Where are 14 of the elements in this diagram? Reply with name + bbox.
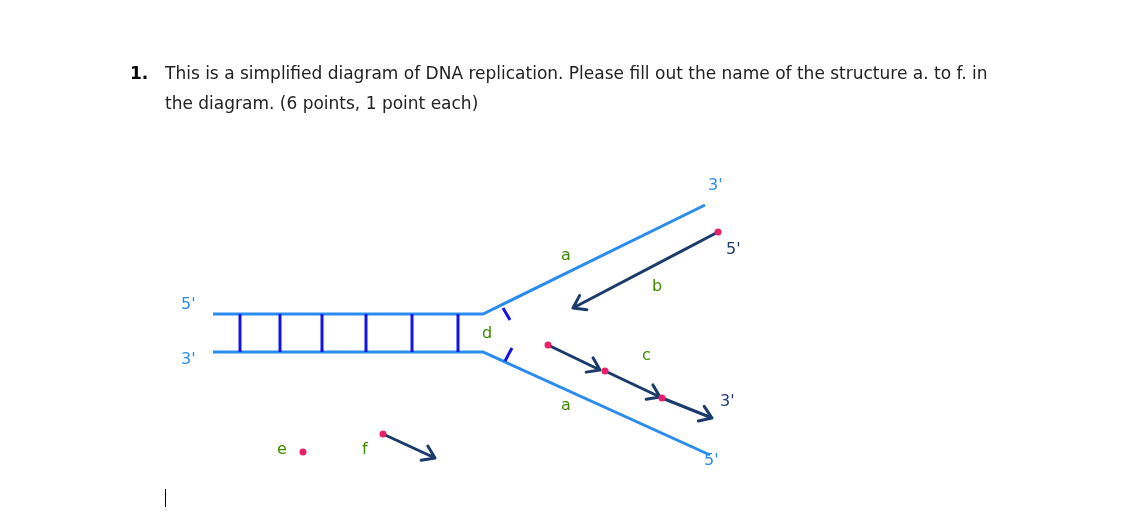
part-letter: a (561, 397, 571, 413)
question-text: This is a simplified diagram of DNA replication. Please fill out the name of the structure a. to f. in the diagram. (6 points, 1 point each) (165, 62, 989, 115)
part-letter: e (277, 441, 287, 457)
question-number: 1. (130, 65, 149, 82)
part-letter: f (362, 441, 368, 457)
end-label: 3' (708, 177, 723, 193)
part-letter: b (652, 278, 663, 294)
part-letter: d (482, 325, 493, 341)
part-letter: c (642, 347, 651, 363)
end-label: 5' (726, 241, 741, 257)
end-label: 5' (181, 296, 196, 312)
end-label: 3' (181, 351, 196, 367)
part-letter: a (561, 247, 571, 263)
end-label: 3' (720, 393, 735, 409)
